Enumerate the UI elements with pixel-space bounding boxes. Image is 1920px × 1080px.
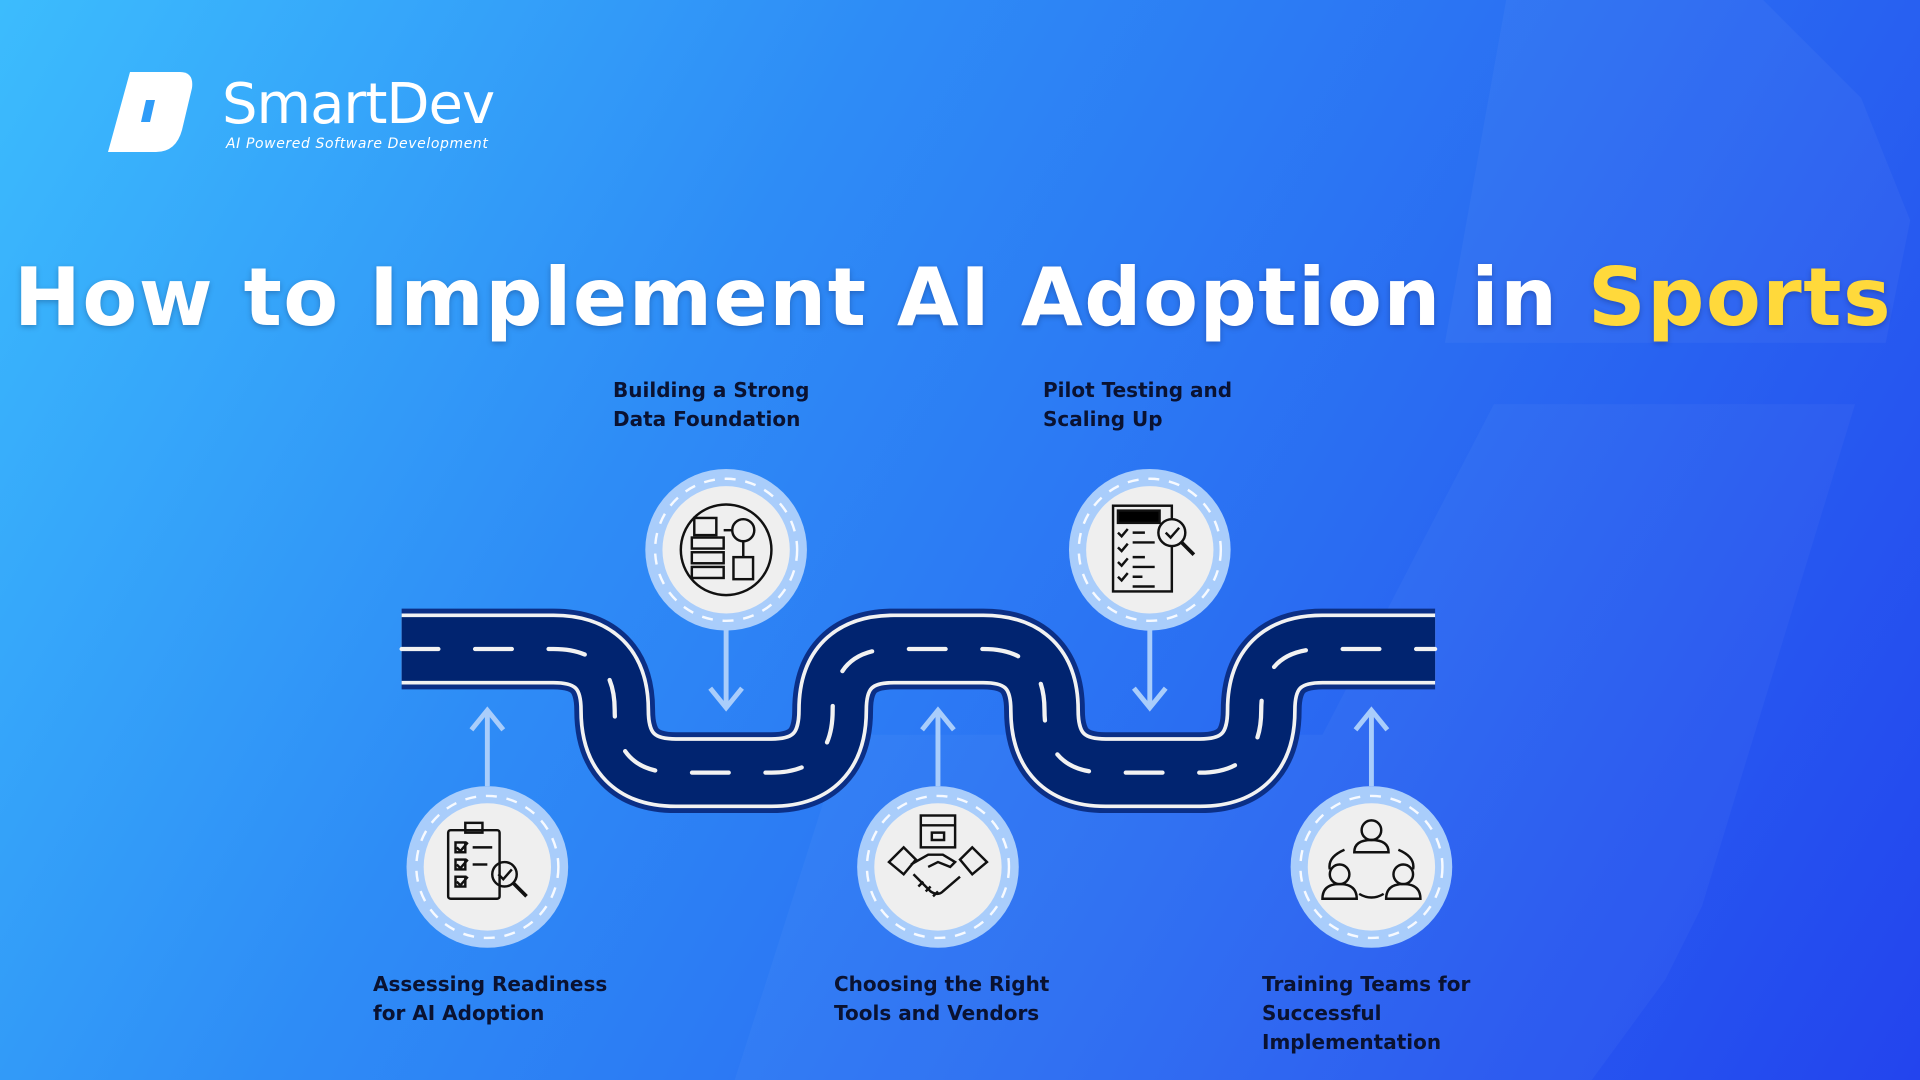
step-pin-5 xyxy=(1290,786,1453,948)
title-highlight: Sports xyxy=(1587,251,1893,344)
arrow-down-2 xyxy=(708,629,744,712)
arrow-down-4 xyxy=(1131,629,1168,712)
team-icon xyxy=(1321,819,1422,900)
brand-tagline: AI Powered Software Development xyxy=(226,136,489,152)
road xyxy=(402,649,1435,773)
step-pin-3 xyxy=(857,786,1019,948)
checklist-magnifier-icon xyxy=(446,821,528,900)
report-check-icon xyxy=(1111,504,1196,593)
step-pin-2 xyxy=(645,468,807,631)
arrow-up-5 xyxy=(1353,706,1390,787)
title-main: How to Implement AI Adoption in xyxy=(13,251,1559,344)
smartdev-logo-icon xyxy=(108,72,193,152)
arrows xyxy=(469,629,1390,787)
data-servers-icon xyxy=(679,503,773,597)
arrow-up-3 xyxy=(920,706,956,787)
page-title: How to Implement AI Adoption in Sports xyxy=(0,250,1906,346)
step-pin-4 xyxy=(1068,468,1231,631)
brand-name: SmartDev xyxy=(222,72,495,137)
arrow-up-1 xyxy=(469,706,506,787)
step-pin-1 xyxy=(406,786,569,948)
handshake-box-icon xyxy=(887,814,989,898)
